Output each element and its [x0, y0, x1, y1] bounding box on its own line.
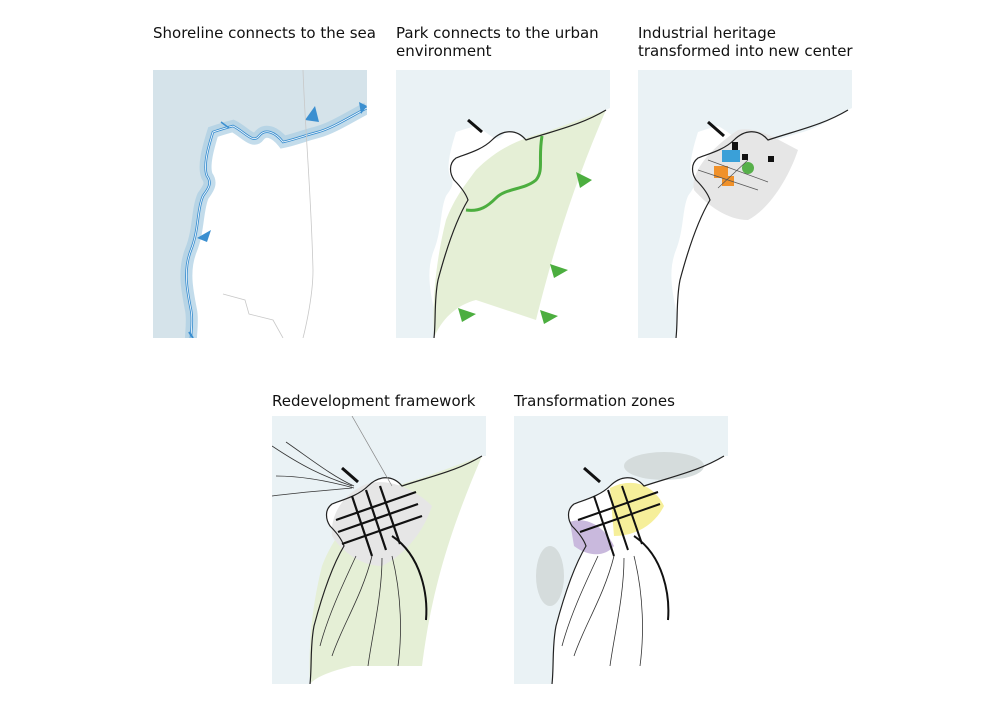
- zone-grey: [624, 452, 704, 480]
- building-mark: [768, 156, 774, 162]
- panel-title: Shoreline connects to the sea: [153, 24, 376, 42]
- boundary-line: [222, 293, 284, 338]
- title-line: Park connects to the urban: [396, 24, 599, 42]
- arrow-icon: [305, 106, 319, 122]
- arrow-icon: [188, 331, 194, 338]
- arrow-icon: [359, 102, 367, 114]
- outline-path: [309, 455, 483, 684]
- zone-purple: [570, 520, 614, 555]
- main-road: [633, 535, 670, 621]
- chimney-icon: [707, 120, 725, 138]
- panel-title: Park connects to the urban environment: [396, 24, 599, 60]
- main-road: [391, 535, 428, 621]
- building-block-green: [742, 162, 754, 174]
- building-mark: [742, 154, 748, 160]
- chimney-icon: [467, 118, 483, 134]
- street-grid: [697, 159, 769, 191]
- street-grid: [335, 485, 423, 557]
- shoreline-inner: [186, 107, 367, 338]
- arrow-icon: [197, 230, 211, 242]
- outline-path: [433, 109, 607, 338]
- panel-title: Redevelopment framework: [272, 392, 475, 410]
- land-area: [186, 108, 367, 338]
- title-line: Transformation zones: [514, 392, 675, 410]
- zone-grey: [536, 546, 564, 606]
- outline-path: [675, 109, 849, 338]
- zone-yellow: [610, 482, 664, 536]
- title-line: environment: [396, 42, 492, 60]
- map-shoreline: [153, 70, 367, 338]
- title-line: Industrial heritage: [638, 24, 777, 42]
- map-zones: [514, 416, 728, 684]
- chimney-icon: [583, 466, 601, 484]
- building-block-orange: [722, 176, 734, 186]
- street-grid: [577, 485, 661, 557]
- panel-title: Transformation zones: [514, 392, 675, 410]
- title-line: Redevelopment framework: [272, 392, 476, 410]
- building-block-blue: [722, 150, 740, 162]
- arrow-icon: [458, 308, 476, 322]
- map-framework: [272, 416, 486, 684]
- panel-title: Industrial heritage transformed into new…: [638, 24, 853, 60]
- building-block-orange: [714, 166, 728, 178]
- boundary-line: [351, 416, 393, 487]
- title-line: Shoreline connects to the sea: [153, 24, 376, 42]
- park-area: [309, 456, 482, 684]
- radial-paths: [561, 555, 643, 667]
- arrow-icon: [220, 121, 230, 129]
- center-area: [693, 129, 798, 220]
- map-industrial: [638, 70, 852, 338]
- building-mark: [732, 142, 738, 150]
- park-area: [433, 110, 606, 338]
- park-connector: [465, 135, 544, 212]
- arrow-icon: [540, 310, 558, 324]
- title-line: transformed into new center: [638, 42, 853, 60]
- map-park: [396, 70, 610, 338]
- chimney-icon: [341, 466, 359, 484]
- outline-path: [551, 455, 725, 684]
- arrow-icon: [576, 172, 592, 188]
- radial-paths: [272, 441, 401, 667]
- boundary-line: [302, 70, 314, 338]
- center-area: [331, 482, 432, 566]
- arrow-icon: [550, 264, 568, 278]
